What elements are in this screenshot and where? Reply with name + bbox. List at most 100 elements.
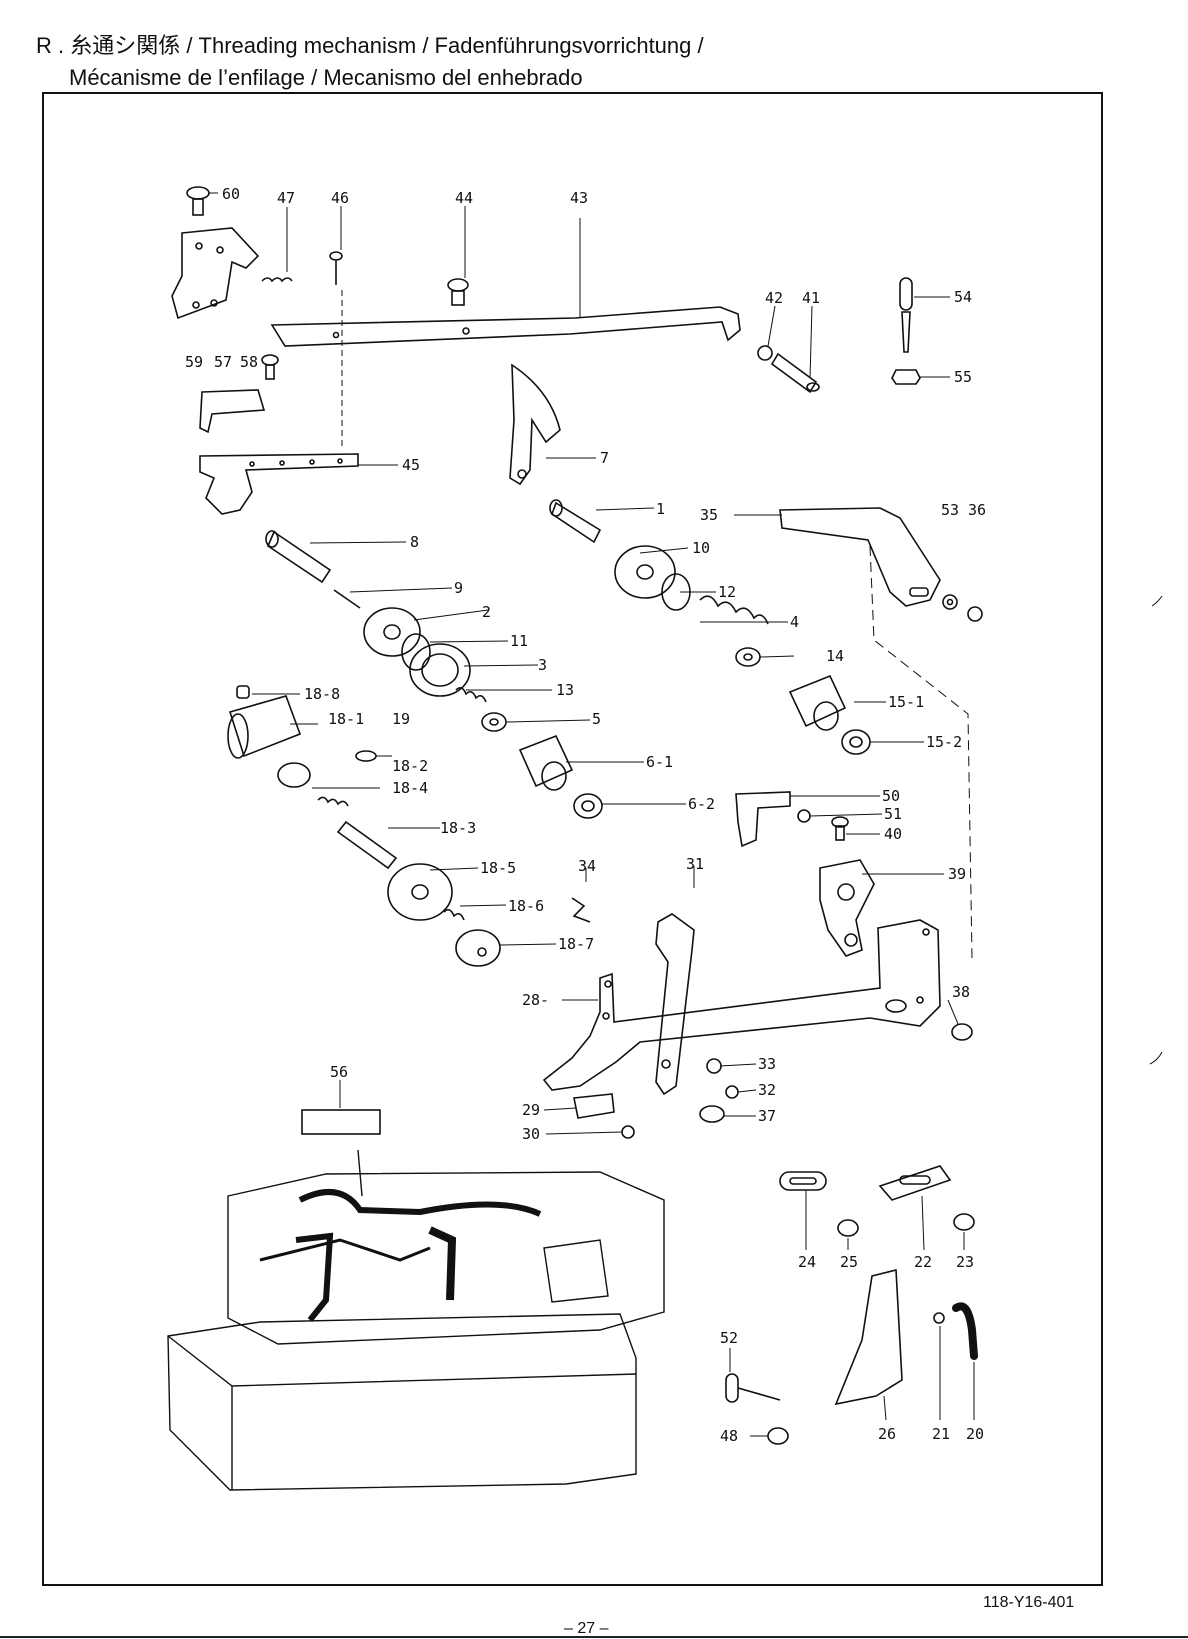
- part-screw-48: [767, 1427, 789, 1445]
- callout-18-5: 18-5: [480, 859, 516, 877]
- part-discs-18-5: [387, 863, 453, 921]
- part-stud-1: [549, 499, 602, 544]
- callout-36: 36: [968, 501, 986, 519]
- callout-39: 39: [948, 865, 966, 883]
- heading-line-1: R . 糸通シ関係 / Threading mechanism / Fadenf…: [36, 33, 704, 58]
- callout-43: 43: [570, 189, 588, 207]
- part-spring-4: [699, 595, 769, 625]
- part-nut-55: [891, 369, 921, 385]
- bottom-rule: [0, 1636, 1188, 1638]
- part-screw-40: [831, 816, 849, 841]
- callout-18-8: 18-8: [304, 685, 340, 703]
- callout-28: 28-: [522, 991, 549, 1009]
- part-holder-18-1: [227, 695, 302, 759]
- callout-29: 29: [522, 1101, 540, 1119]
- callout-60: 60: [222, 185, 240, 203]
- callout-19: 19: [392, 710, 410, 728]
- part-nut-5: [481, 712, 507, 732]
- part-lever-43: [270, 306, 741, 347]
- callout-26: 26: [878, 1425, 896, 1443]
- part-ring-42: [757, 345, 773, 361]
- part-washer-53: [942, 594, 958, 610]
- callout-25: 25: [840, 1253, 858, 1271]
- callout-18-7: 18-7: [558, 935, 594, 953]
- part-washer-11: [401, 633, 431, 671]
- part-plate-29: [573, 1093, 615, 1119]
- callout-53: 53: [941, 501, 959, 519]
- part-screw-54: [899, 277, 913, 353]
- callout-18-3: 18-3: [440, 819, 476, 837]
- leader-lines: [209, 192, 975, 1437]
- callout-numbers: 60 47 46 44 43 42 41 54 55 59 57 58 45 7…: [185, 185, 986, 1445]
- callout-18-2: 18-2: [392, 757, 428, 775]
- part-pin-41: [770, 352, 820, 394]
- part-tube-20: [952, 1302, 978, 1360]
- part-guide-39: [819, 859, 875, 957]
- callout-20: 20: [966, 1425, 984, 1443]
- callout-41: 41: [802, 289, 820, 307]
- callout-46: 46: [331, 189, 349, 207]
- part-spring-18-4: [317, 796, 349, 807]
- part-discs-10: [614, 545, 676, 599]
- part-cover-26: [834, 1268, 903, 1406]
- part-spring-13: [455, 686, 487, 703]
- callout-18-4: 18-4: [392, 779, 428, 797]
- callout-11: 11: [510, 632, 528, 650]
- part-washer-33: [706, 1058, 722, 1074]
- edge-marks: [1149, 595, 1163, 1065]
- part-screw-18-8: [236, 685, 250, 699]
- callout-18-1: 18-1: [328, 710, 364, 728]
- part-screw-30: [621, 1125, 635, 1139]
- callout-7: 7: [600, 449, 609, 467]
- callout-8: 8: [410, 533, 419, 551]
- callout-51: 51: [884, 805, 902, 823]
- callout-56: 56: [330, 1063, 348, 1081]
- callout-24: 24: [798, 1253, 816, 1271]
- part-ring-18-2: [277, 762, 311, 788]
- part-discs-2: [363, 607, 421, 657]
- callout-52: 52: [720, 1329, 738, 1347]
- part-screw-60: [186, 186, 210, 216]
- part-guide-24: [779, 1171, 827, 1191]
- callout-13: 13: [556, 681, 574, 699]
- page-heading: R . 糸通シ関係 / Threading mechanism / Fadenf…: [36, 30, 704, 94]
- part-pin-9: [333, 589, 361, 609]
- part-washer-6-2: [573, 793, 603, 819]
- part-screw-38: [951, 1023, 973, 1041]
- part-pin-19: [355, 750, 377, 762]
- callout-10: 10: [692, 539, 710, 557]
- part-spring-18-6: [443, 908, 465, 921]
- sewing-machine-sketch: [167, 1149, 665, 1491]
- part-bracket-59: [171, 227, 260, 320]
- part-label-56: [301, 1109, 381, 1135]
- callout-4: 4: [790, 613, 799, 631]
- diagram-frame: [42, 92, 1103, 1586]
- callout-38: 38: [952, 983, 970, 1001]
- callout-42: 42: [765, 289, 783, 307]
- part-lever-28: [542, 919, 941, 1091]
- part-lever-7: [509, 363, 561, 486]
- callout-12: 12: [718, 583, 736, 601]
- callout-31: 31: [686, 855, 704, 873]
- part-screw-58: [261, 354, 279, 380]
- callout-6-2: 6-2: [688, 795, 715, 813]
- part-screw-46: [329, 251, 343, 285]
- callout-48: 48: [720, 1427, 738, 1445]
- callout-15-2: 15-2: [926, 733, 962, 751]
- part-spring-34: [571, 897, 591, 923]
- part-spring-52: [725, 1373, 781, 1403]
- part-screw-51: [797, 809, 811, 823]
- callout-33: 33: [758, 1055, 776, 1073]
- part-shaft-18-3: [336, 820, 398, 870]
- part-screw-44: [447, 278, 469, 306]
- part-bracket-35: [779, 507, 941, 607]
- callout-40: 40: [884, 825, 902, 843]
- part-knob-15-1: [788, 674, 847, 731]
- callout-59: 59: [185, 353, 203, 371]
- part-plate-57: [199, 389, 266, 434]
- part-lever-31: [655, 913, 695, 1096]
- callout-1: 1: [656, 500, 665, 518]
- part-stud-8: [265, 530, 332, 584]
- callout-6-1: 6-1: [646, 753, 673, 771]
